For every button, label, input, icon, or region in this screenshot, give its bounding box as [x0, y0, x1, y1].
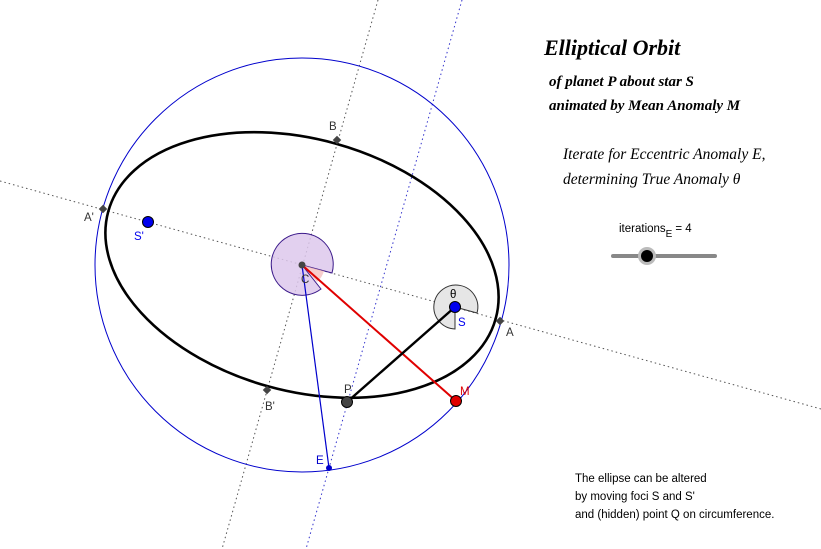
eccentric-anomaly-line: [305, 0, 463, 549]
major-axis-line: [0, 180, 821, 410]
point-E[interactable]: [326, 465, 332, 471]
point-A-prime[interactable]: [98, 204, 108, 214]
point-M[interactable]: [450, 395, 462, 407]
slider-value-text: = 4: [675, 223, 692, 235]
focus-S-prime[interactable]: [142, 216, 154, 228]
label-S-prime: S': [134, 231, 144, 243]
orbit-ellipse: [104, 130, 500, 400]
iterate-line-1: Iterate for Eccentric Anomaly E,: [562, 146, 765, 163]
minor-axis-line: [221, 0, 379, 549]
label-C: C: [301, 274, 309, 286]
label-E: E: [316, 455, 324, 467]
note-line-2: by moving foci S and S': [575, 491, 695, 503]
label-M: M: [460, 386, 470, 398]
label-B: B: [329, 121, 337, 133]
label-S: S: [458, 317, 466, 329]
label-A-prime: A': [84, 212, 94, 224]
auxiliary-circle: [94, 57, 510, 473]
segment-C-E: [301, 264, 330, 469]
point-B[interactable]: [332, 135, 342, 145]
slider-label: iterationsE= 4: [619, 223, 692, 240]
note-line-1: The ellipse can be altered: [575, 473, 707, 485]
page-title: Elliptical Orbit: [543, 35, 681, 60]
segment-C-M: [301, 264, 457, 402]
segment-S-P: [346, 306, 456, 403]
label-B-prime: B': [265, 401, 275, 413]
focus-S[interactable]: [449, 301, 461, 313]
iterations-slider-thumb[interactable]: [641, 250, 653, 262]
iterate-line-2: determining True Anomaly θ: [563, 171, 741, 188]
note-line-3: and (hidden) point Q on circumference.: [575, 509, 774, 521]
point-C[interactable]: [298, 261, 306, 269]
label-A: A: [506, 327, 514, 339]
subtitle-line-2: animated by Mean Anomaly M: [549, 98, 741, 114]
point-B-prime[interactable]: [262, 385, 272, 395]
subtitle-line-1: of planet P about star S: [549, 74, 694, 90]
slider-label-subscript: E: [666, 229, 673, 240]
planet-P[interactable]: [341, 396, 353, 408]
point-A[interactable]: [495, 316, 505, 326]
label-P: P: [344, 384, 352, 396]
label-theta: θ: [450, 289, 456, 301]
